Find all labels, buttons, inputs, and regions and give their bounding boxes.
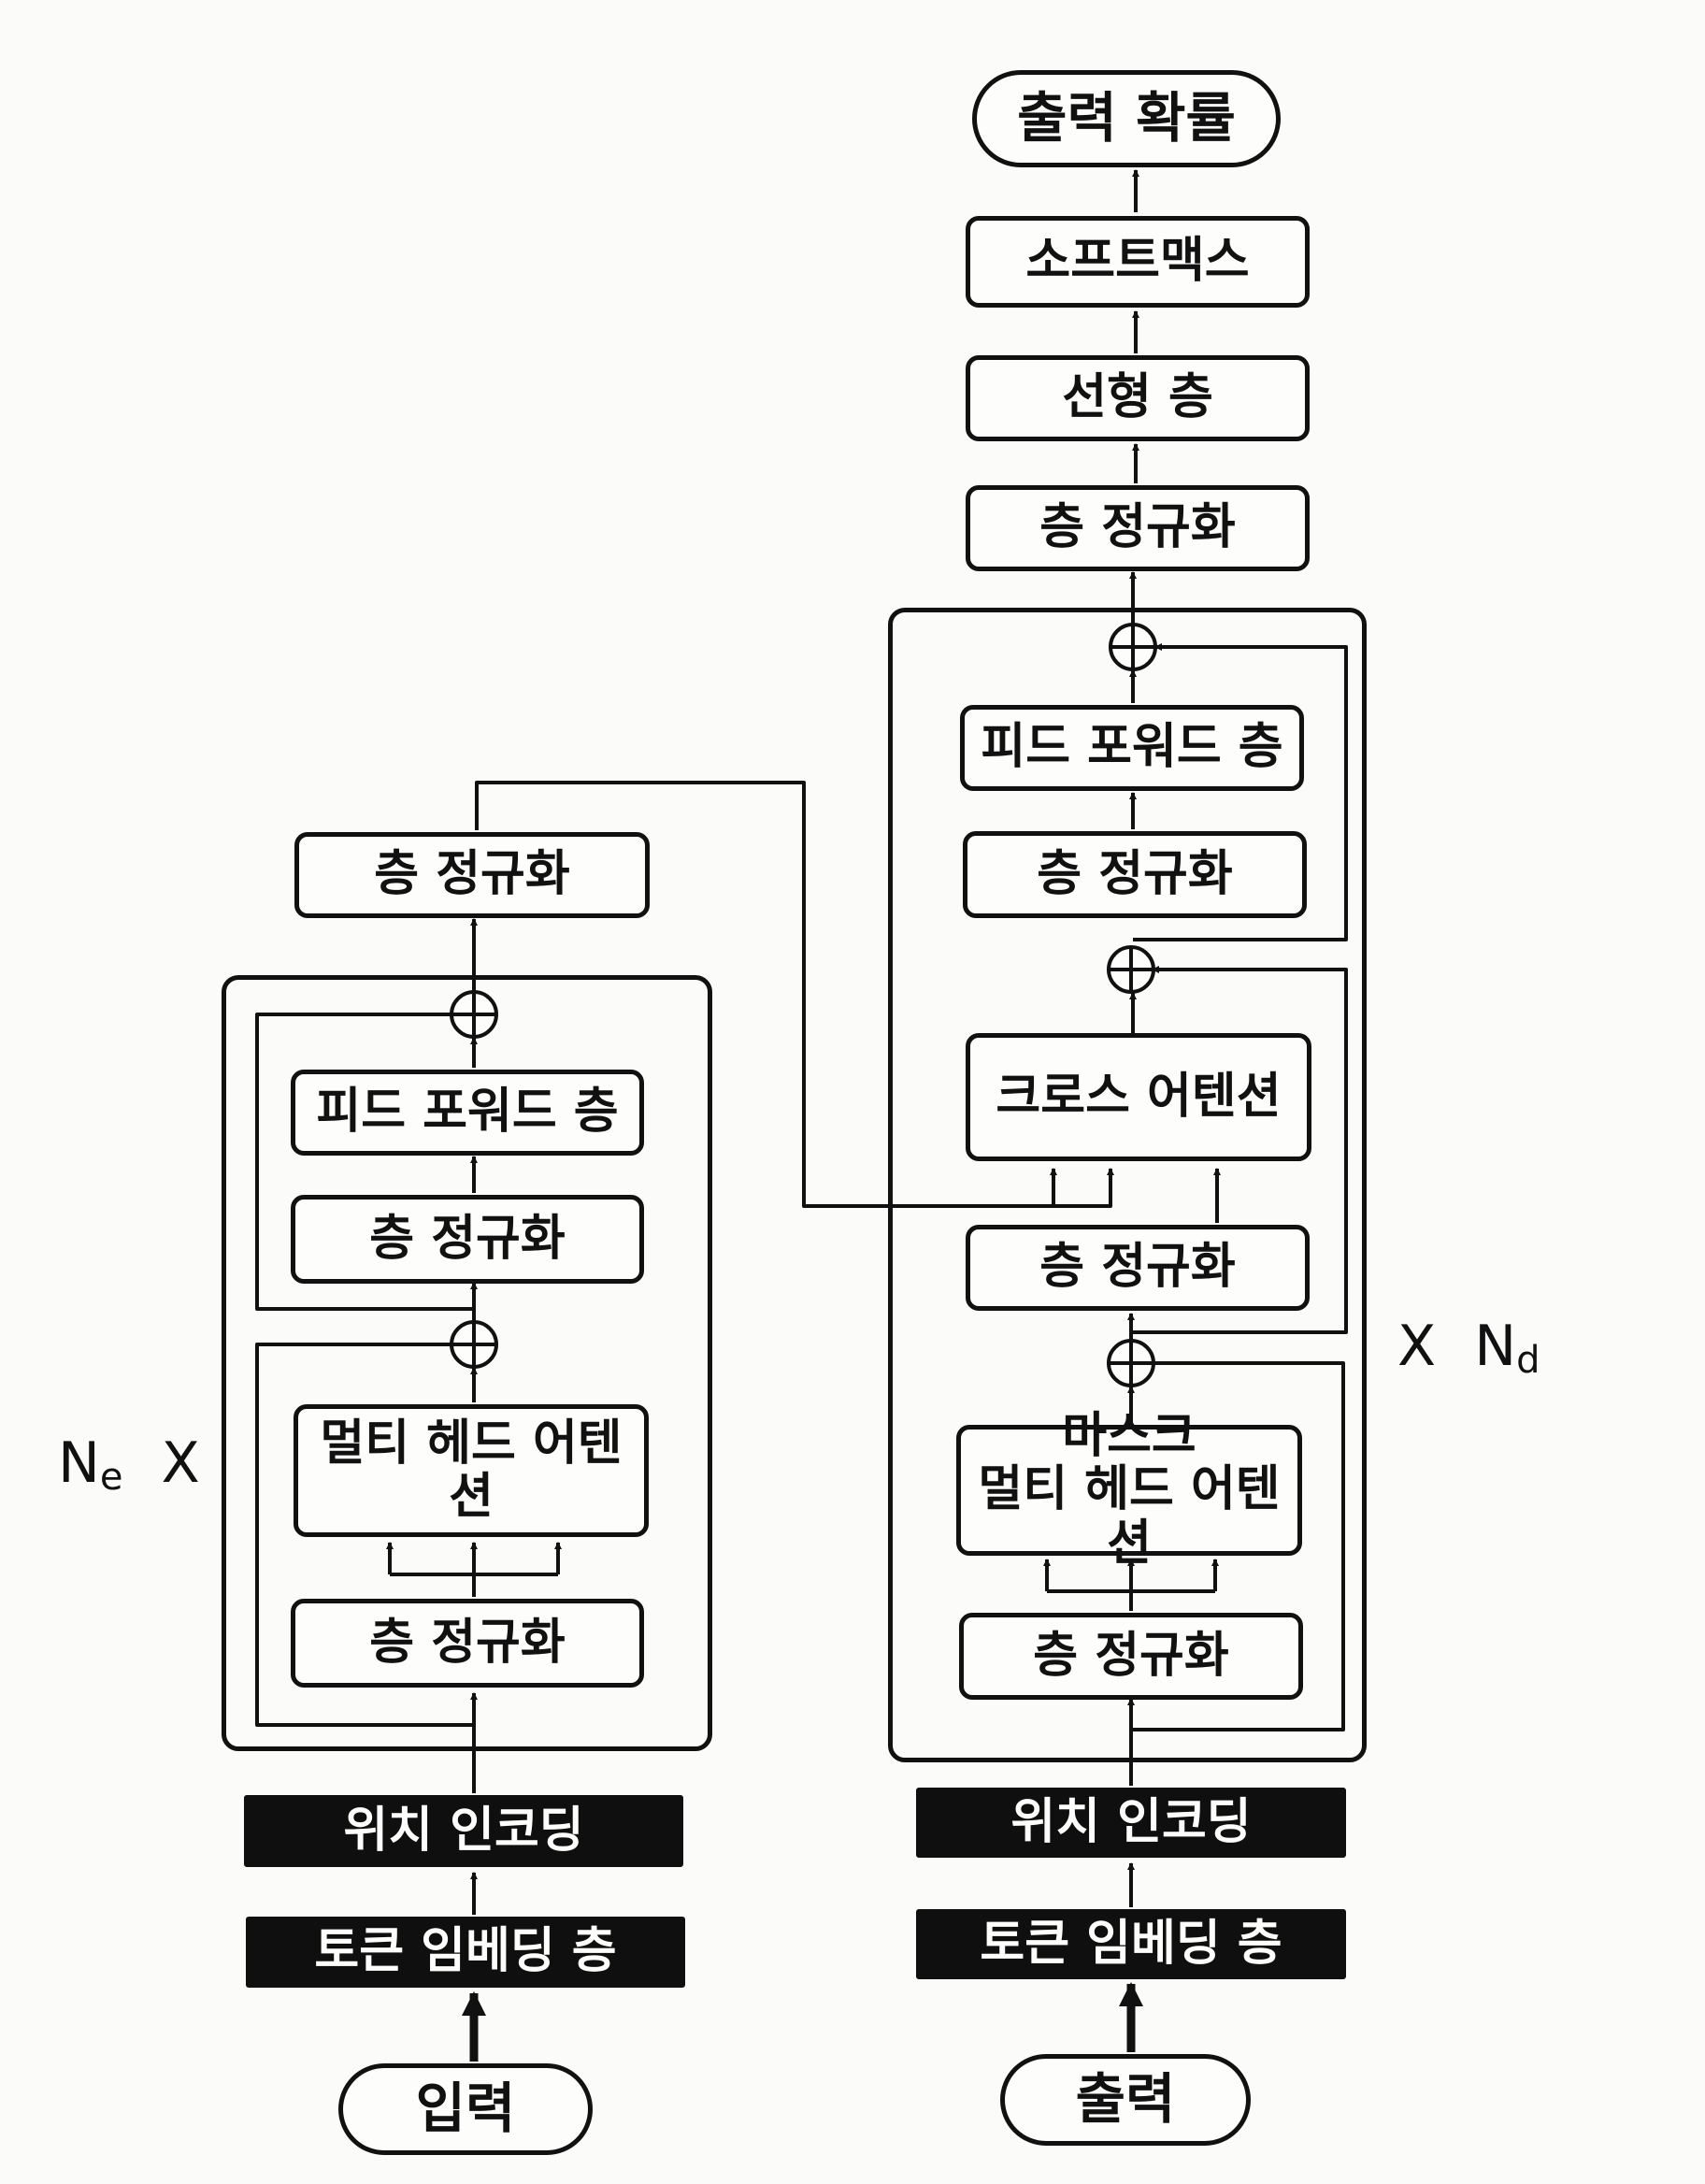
encoder-layer-norm-2: 층 정규화 xyxy=(291,1195,644,1284)
decoder-linear-layer: 선형 층 xyxy=(966,355,1310,441)
encoder-repeat-suffix: X xyxy=(161,1430,200,1496)
encoder-feed-forward-layer: 피드 포워드 층 xyxy=(291,1070,644,1156)
decoder-layer-norm-3: 층 정규화 xyxy=(963,831,1307,918)
encoder-multi-head-attention: 멀티 헤드 어텐션 xyxy=(294,1404,649,1537)
encoder-token-embedding-layer: 토큰 임베딩 층 xyxy=(246,1917,685,1988)
enc-output-line xyxy=(475,781,1114,1208)
decoder-layer-norm-1: 층 정규화 xyxy=(959,1613,1303,1700)
dec-residual-1 xyxy=(1131,1359,1345,1731)
dec-residual-2 xyxy=(1131,966,1348,1334)
encoder-block-frame xyxy=(222,975,712,1751)
encoder-positional-encoding: 위치 인코딩 xyxy=(244,1795,683,1867)
encoder-input-terminal: 입력 xyxy=(338,2063,593,2155)
decoder-final-layer-norm: 층 정규화 xyxy=(966,485,1310,571)
decoder-positional-encoding: 위치 인코딩 xyxy=(916,1788,1346,1858)
decoder-feed-forward-layer: 피드 포워드 층 xyxy=(960,705,1304,791)
decoder-repeat-sub: d xyxy=(1516,1339,1540,1382)
decoder-repeat-base: N xyxy=(1474,1314,1517,1379)
dec-add-1-icon xyxy=(1107,1339,1155,1387)
enc-add-2-icon xyxy=(450,990,498,1039)
enc-residual-1 xyxy=(255,1341,474,1727)
encoder-repeat-base: N xyxy=(58,1430,100,1496)
masked-mha-line-2: 멀티 헤드 어텐션 xyxy=(978,1461,1281,1572)
decoder-repeat-prefix: X xyxy=(1397,1314,1437,1379)
decoder-softmax: 소프트맥스 xyxy=(966,216,1310,308)
decoder-token-embedding-layer: 토큰 임베딩 층 xyxy=(916,1909,1346,1979)
encoder-repeat-sub: e xyxy=(99,1456,123,1499)
encoder-layer-norm-1: 층 정규화 xyxy=(291,1599,644,1688)
enc-residual-2 xyxy=(255,1011,474,1311)
dec-add-2-icon xyxy=(1107,945,1155,994)
decoder-masked-multi-head-attention: 마스크 멀티 헤드 어텐션 xyxy=(956,1410,1302,1570)
dec-add-3-icon xyxy=(1109,623,1157,671)
decoder-cross-attention: 크로스 어텐션 xyxy=(966,1033,1311,1161)
decoder-repeat-label: X Nd xyxy=(1397,1314,1540,1382)
encoder-final-layer-norm: 층 정규화 xyxy=(294,832,650,918)
dec-residual-3 xyxy=(1133,643,1348,941)
decoder-block-frame xyxy=(888,608,1367,1762)
decoder-layer-norm-2: 층 정규화 xyxy=(966,1225,1310,1311)
masked-mha-line-1: 마스크 xyxy=(1062,1408,1196,1465)
decoder-input-terminal: 출력 xyxy=(1000,2054,1251,2146)
encoder-repeat-label: Ne X xyxy=(58,1430,200,1499)
enc-add-1-icon xyxy=(450,1320,498,1369)
output-probability-terminal: 출력 확률 xyxy=(972,70,1281,167)
